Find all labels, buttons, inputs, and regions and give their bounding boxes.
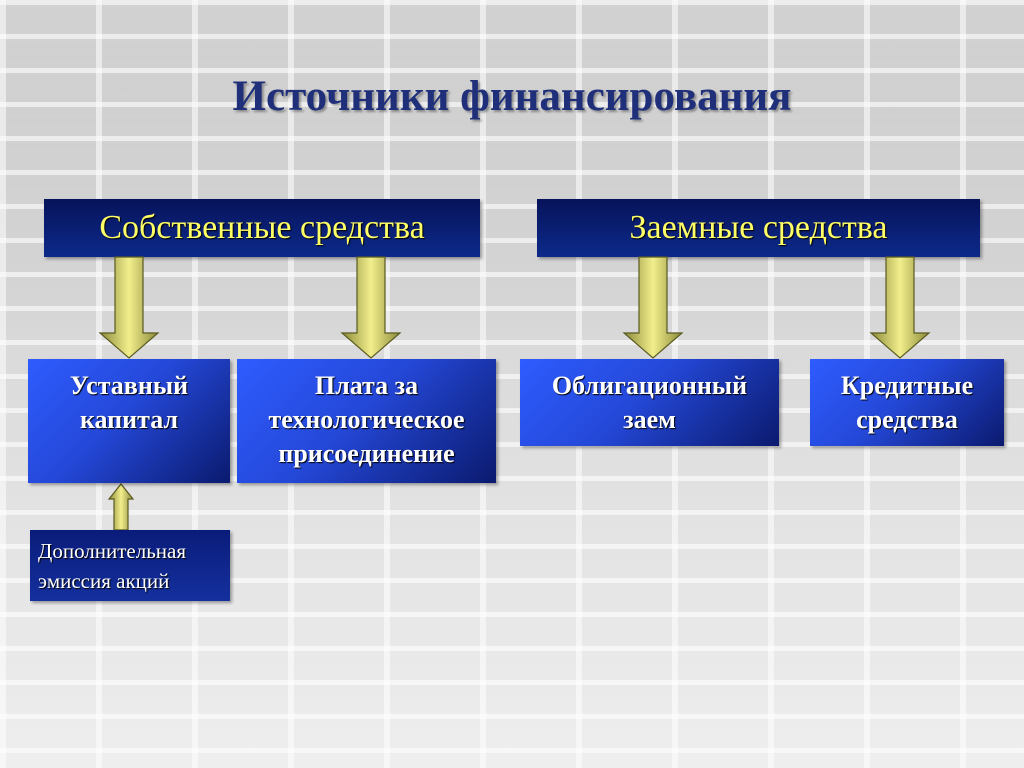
borrowed-funds-header: Заемные средства (537, 199, 980, 257)
arrow-down-credit-funds (869, 256, 931, 359)
leaf-line: Облигационный (551, 371, 748, 400)
leaf-line: средства (856, 404, 958, 434)
arrow-down-bond-loan (622, 256, 684, 359)
leaf-credit-funds: Кредитные средства (810, 359, 1004, 446)
leaf-line: капитал (79, 404, 179, 434)
arrow-down-charter-capital (98, 256, 160, 359)
leaf-line: заем (623, 404, 676, 434)
leaf-line: Уставный (69, 371, 189, 400)
note-line: эмиссия акций (38, 569, 170, 594)
arrow-down-connection-fee (340, 256, 402, 359)
leaf-line: технологическое (268, 404, 465, 434)
note-additional-emission: Дополнительная эмиссия акций (30, 530, 230, 601)
leaf-line: Кредитные (840, 371, 974, 400)
leaf-charter-capital: Уставный капитал (28, 359, 230, 483)
page-title: Источники финансирования (232, 73, 792, 120)
leaf-line: Плата за (314, 371, 419, 400)
leaf-bond-loan: Облигационный заем (520, 359, 779, 446)
own-funds-header: Собственные средства (44, 199, 480, 257)
arrow-up-additional-emission (107, 483, 135, 531)
leaf-line: присоединение (278, 438, 455, 468)
note-line: Дополнительная (38, 539, 187, 563)
leaf-connection-fee: Плата за технологическое присоединение (237, 359, 496, 483)
